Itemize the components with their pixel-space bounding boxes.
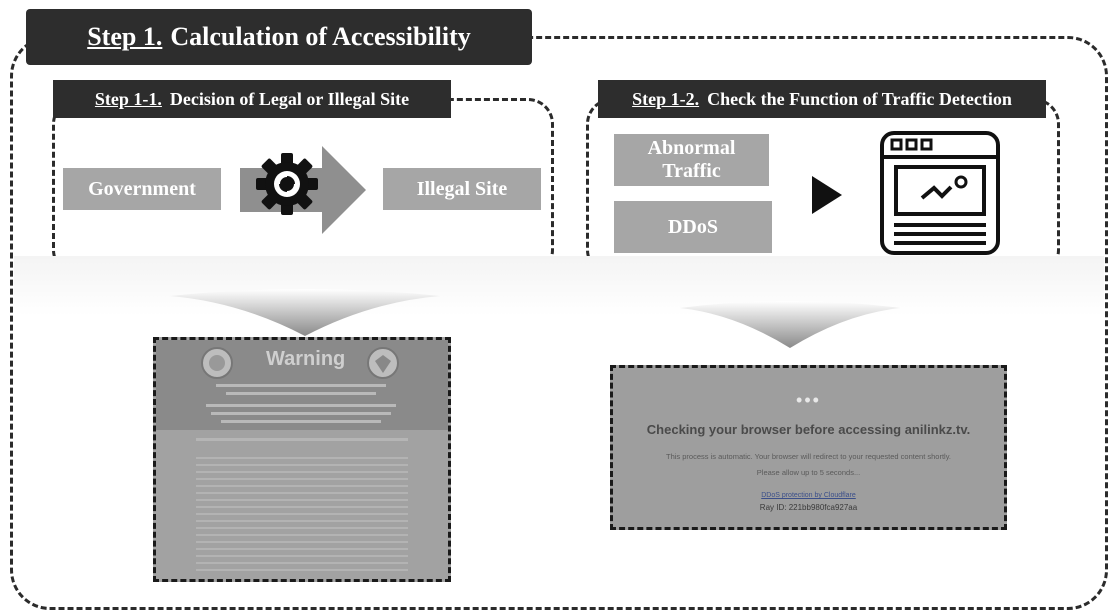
warning-text-bar-1 [216, 384, 386, 387]
ddos-box: DDoS [614, 201, 772, 253]
warning-notice-bar [196, 438, 408, 441]
abnormal-traffic-line2: Traffic [662, 160, 721, 182]
warning-page-table [196, 452, 408, 576]
loading-dots: ••• [796, 390, 821, 410]
step1-2-title: Check the Function of Traffic Detection [707, 88, 1012, 109]
down-arrow-left [170, 289, 440, 336]
step1-1-title: Decision of Legal or Illegal Site [169, 88, 410, 109]
step1-1-header: Step 1-1. Decision of Legal or Illegal S… [53, 80, 451, 118]
browser-window-icon [880, 131, 1000, 255]
warning-page-screenshot: Warning [153, 337, 451, 582]
ddos-check-screenshot: ••• Checking your browser before accessi… [610, 365, 1007, 530]
step1-2-prefix: Step 1-2. [632, 88, 700, 109]
step1-prefix: Step 1. [87, 22, 163, 51]
seal-left-icon [201, 347, 233, 379]
abnormal-traffic-line1: Abnormal [647, 137, 736, 159]
warning-text-bar-4 [211, 412, 391, 415]
fade-band [14, 256, 1104, 316]
down-arrow-right [680, 301, 900, 348]
step1-header: Step 1. Calculation of Accessibility [26, 9, 532, 65]
gear-icon [256, 153, 318, 215]
step1-2-header: Step 1-2. Check the Function of Traffic … [598, 80, 1046, 118]
play-icon [812, 176, 842, 214]
step1-region [10, 36, 1108, 610]
ddos-line2: Please allow up to 5 seconds... [756, 468, 861, 477]
government-box: Government [63, 168, 221, 210]
illegal-site-box: Illegal Site [383, 168, 541, 210]
ddos-line1: This process is automatic. Your browser … [666, 452, 951, 461]
cloudflare-link[interactable]: DDoS protection by Cloudflare [761, 492, 856, 499]
ray-id: Ray ID: 221bb980fca927aa [759, 503, 858, 512]
abnormal-traffic-box: Abnormal Traffic [614, 134, 769, 186]
ddos-heading: Checking your browser before accessing a… [646, 422, 971, 437]
seal-right-icon [367, 347, 399, 379]
warning-text-bar-2 [226, 392, 376, 395]
step1-title: Calculation of Accessibility [170, 22, 471, 51]
warning-text-bar-3 [206, 404, 396, 407]
warning-text-bar-5 [221, 420, 381, 423]
step1-1-prefix: Step 1-1. [94, 88, 162, 109]
warning-title: Warning [266, 348, 346, 370]
warning-page-header: Warning [156, 340, 448, 430]
